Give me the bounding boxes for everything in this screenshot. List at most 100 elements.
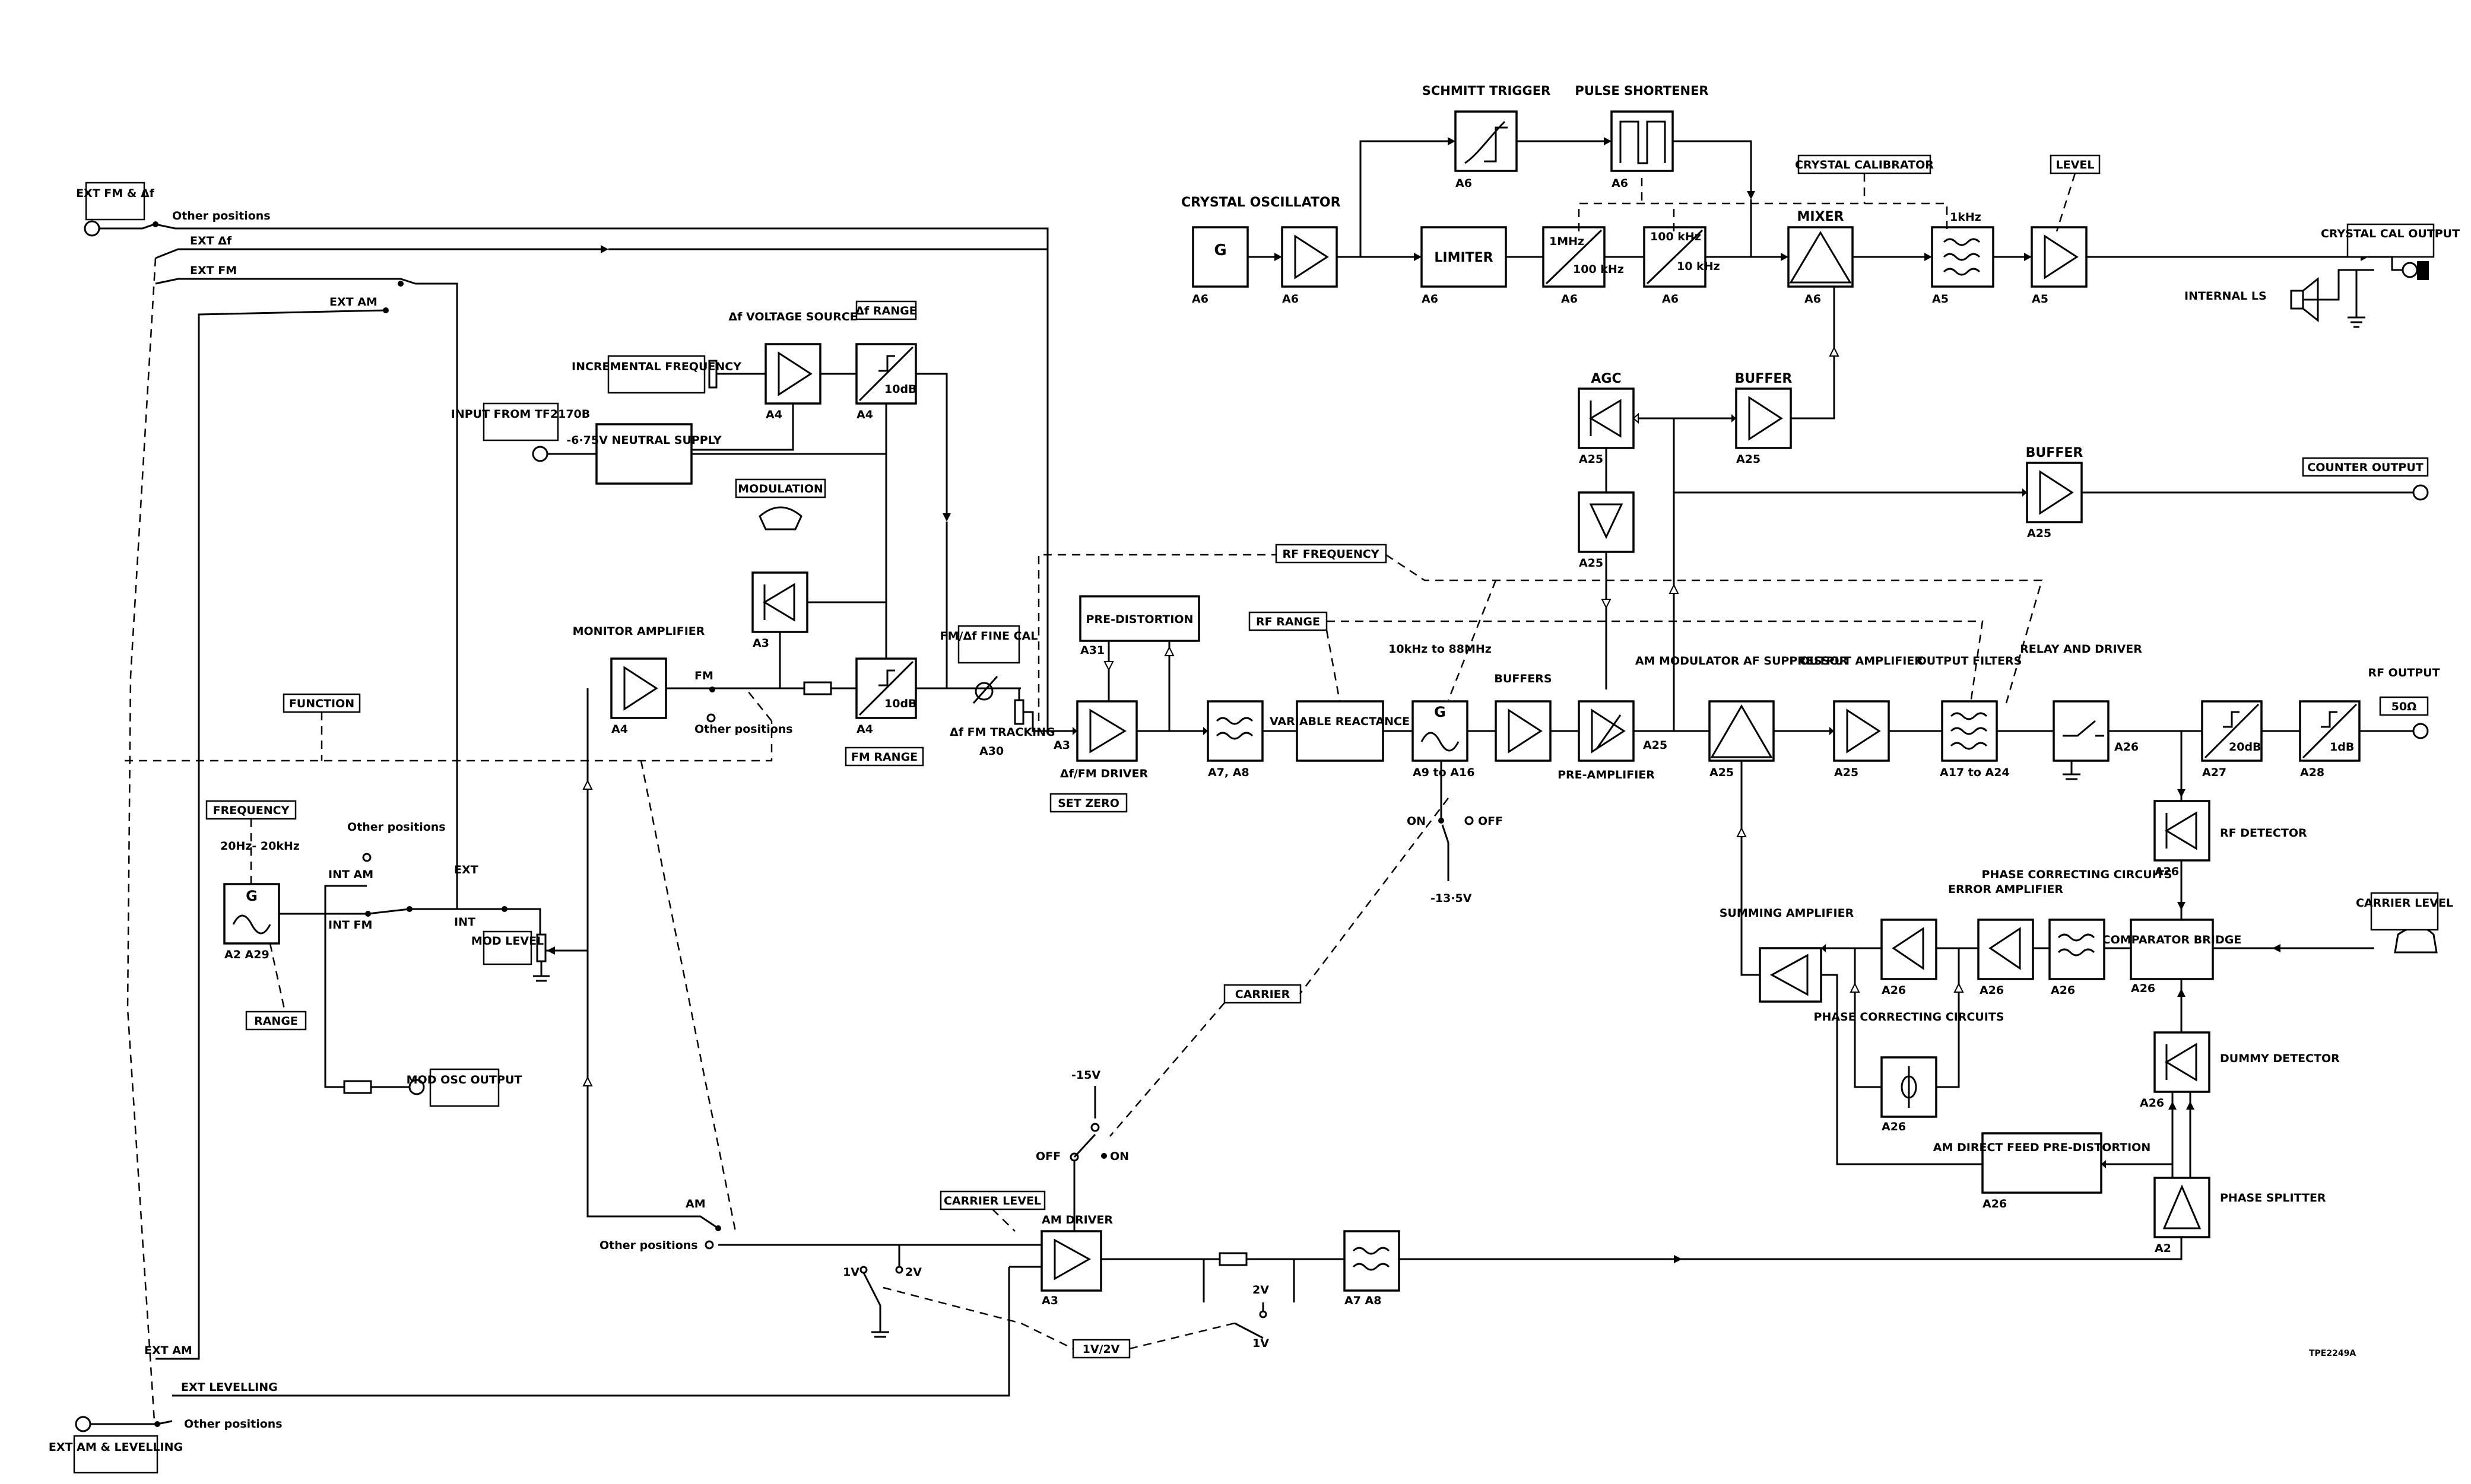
on-label: ON <box>1407 815 1426 828</box>
error-amplifier-block <box>1977 919 2034 980</box>
divider-100khz-top: 100 kHz <box>1650 230 1701 243</box>
ext-am-levelling-tag <box>73 1435 158 1474</box>
buffer-1-ref: A25 <box>1736 453 1761 466</box>
rf-oscillator-block <box>1411 700 1468 762</box>
set-zero-tag <box>1049 793 1128 813</box>
crystal-calibrator-tag-text: CRYSTAL CALIBRATOR <box>1795 158 1934 171</box>
other-positions-switch: Other positions <box>347 821 446 834</box>
pre-distortion-block <box>1079 595 1200 642</box>
v2b-label: 2V <box>1252 1283 1269 1296</box>
rf-output-ohm-tag <box>2379 696 2429 716</box>
agc-amp-ref: A25 <box>1579 557 1603 570</box>
other-positions-am: Other positions <box>599 1239 698 1252</box>
summing-amplifier-block <box>1759 947 1822 1003</box>
fm-label: FM <box>694 669 713 682</box>
divider-100khz-bottom: 10 kHz <box>1677 260 1720 273</box>
crystal-filter-title: 1kHz <box>1950 211 1981 224</box>
mod-level-text: MOD LEVEL <box>471 935 544 948</box>
rf-detector-block <box>2153 800 2210 862</box>
dummy-detector-block <box>2153 1031 2210 1093</box>
variable-reactance-block <box>1296 700 1384 762</box>
am-modulator-block <box>1708 700 1775 762</box>
v1-label: 1V <box>843 1266 859 1279</box>
am-direct-feed-ref: A26 <box>1982 1197 2007 1210</box>
driver-block <box>1076 700 1138 762</box>
modulation-tag <box>735 478 826 498</box>
df-range-text: Δf RANGE <box>855 304 916 317</box>
range-text: RANGE <box>254 1015 298 1028</box>
phase-splitter-ref: A2 <box>2155 1242 2171 1255</box>
mixer-title: MIXER <box>1797 209 1844 224</box>
fm-range-att-title: 10dB <box>884 697 917 710</box>
levelling-loop: RF DETECTOR A26 COMPARATOR BRIDGE A26 CA… <box>1303 731 2453 1263</box>
phase-splitter-title: PHASE SPLITTER <box>2220 1191 2326 1205</box>
ext-am-levelling-text: EXT AM & LEVELLING <box>49 1441 183 1454</box>
fm-range-text: FM RANGE <box>851 751 918 764</box>
comparator-bridge-block <box>2130 919 2214 980</box>
minus-13-5v-label: -13·5V <box>1430 892 1472 905</box>
crystal-oscillator-title: CRYSTAL OSCILLATOR <box>1181 195 1341 210</box>
mixer-block <box>1787 226 1854 288</box>
df-range-att-title: 10dB <box>884 383 917 396</box>
counter-output-tag <box>2302 457 2429 477</box>
other-positions-top: Other positions <box>172 209 271 223</box>
limiter-block <box>1420 226 1507 288</box>
divider-100khz-ref: A6 <box>1662 293 1679 306</box>
divider-1mhz-bottom: 100 kHz <box>1573 263 1624 276</box>
am-direct-feed-block <box>1981 1132 2102 1194</box>
v2-label: 2V <box>905 1266 922 1279</box>
int-switch-label: INT <box>454 916 475 929</box>
driver-title: Δf/FM DRIVER <box>1060 767 1149 780</box>
ext-df-label: EXT Δf <box>190 234 232 247</box>
crystal-calibrator-chain: G CRYSTAL OSCILLATOR A6 A6 LIMITER A6 1M… <box>1181 84 2460 328</box>
df-voltage-source-ref: A4 <box>766 408 782 421</box>
crystal-filter-block <box>1931 226 1994 288</box>
mod-osc-output-tag <box>429 1068 500 1107</box>
buffer-2-ref: A25 <box>2027 527 2051 540</box>
rf-oscillator-title: 10kHz to 88MHz <box>1388 643 1492 656</box>
pulse-shortener-ref: A6 <box>1612 177 1628 190</box>
lpf-2-block <box>1343 1230 1400 1292</box>
v1b-label: 1V <box>1252 1337 1269 1350</box>
pre-amplifier-title: PRE-AMPLIFIER <box>1558 768 1655 781</box>
mod-oscillator-glyph: G <box>246 888 258 904</box>
ext-levelling-label: EXT LEVELLING <box>181 1381 278 1394</box>
output-filters-title: OUTPUT FILTERS <box>1917 654 2022 668</box>
error-amplifier-title: ERROR AMPLIFIER <box>1948 883 2063 896</box>
pre-distortion-title: PRE-DISTORTION <box>1086 613 1194 626</box>
comparator-bridge-title: COMPARATOR BRIDGE <box>2102 933 2242 946</box>
figure-ref-code: TPE2249A <box>2309 1349 2356 1358</box>
phase-correcting-1-block <box>2048 919 2105 980</box>
crystal-cal-output-tag <box>2346 223 2435 258</box>
pulse-shortener-title: PULSE SHORTENER <box>1575 84 1708 98</box>
mod-osc-title: 20Hz- 20kHz <box>220 840 300 853</box>
carrier-level-knob-icon <box>2394 926 2438 954</box>
am-label: AM <box>686 1197 706 1210</box>
pre-distortion-ref: A31 <box>1080 644 1105 657</box>
am-driver-title: AM DRIVER <box>1042 1213 1113 1226</box>
divider-1mhz-top: 1MHz <box>1549 235 1584 248</box>
phase-correcting-1-ref: A26 <box>2051 984 2075 997</box>
rf-oscillator-ref: A9 to A16 <box>1413 766 1474 779</box>
fm-range-tag <box>845 746 924 767</box>
ext-switch-label: EXT <box>454 863 478 876</box>
phase-correcting-1-title: PHASE CORRECTING CIRCUITS <box>1982 868 2172 881</box>
relay-block <box>2053 700 2110 762</box>
limiter-ref: A6 <box>1422 293 1438 306</box>
agc-section: AGC A25 BUFFER A25 A25 BUFFER A25 COUNTE… <box>1578 287 2429 731</box>
crystal-oscillator-glyph: G <box>1214 241 1226 259</box>
modulation-tag-text: MODULATION <box>738 482 823 495</box>
summing-amplifier-title: SUMMING AMPLIFIER <box>1720 907 1854 920</box>
relay-title: RELAY AND DRIVER <box>2020 643 2142 656</box>
df-fm-tracking-label: Δf FM TRACKING <box>950 726 1055 739</box>
ext-am-bottom-label: EXT AM <box>144 1344 192 1357</box>
output-filters-block <box>1941 700 1998 762</box>
df-range-att-ref: A4 <box>857 408 873 421</box>
schmitt-trigger-title: SCHMITT TRIGGER <box>1422 84 1551 98</box>
agc-amp-block <box>1578 491 1635 553</box>
crystal-oscillator-block <box>1192 226 1249 288</box>
dummy-detector-title: DUMMY DETECTOR <box>2220 1052 2340 1065</box>
monitor-amplifier-title: MONITOR AMPLIFIER <box>573 625 705 638</box>
